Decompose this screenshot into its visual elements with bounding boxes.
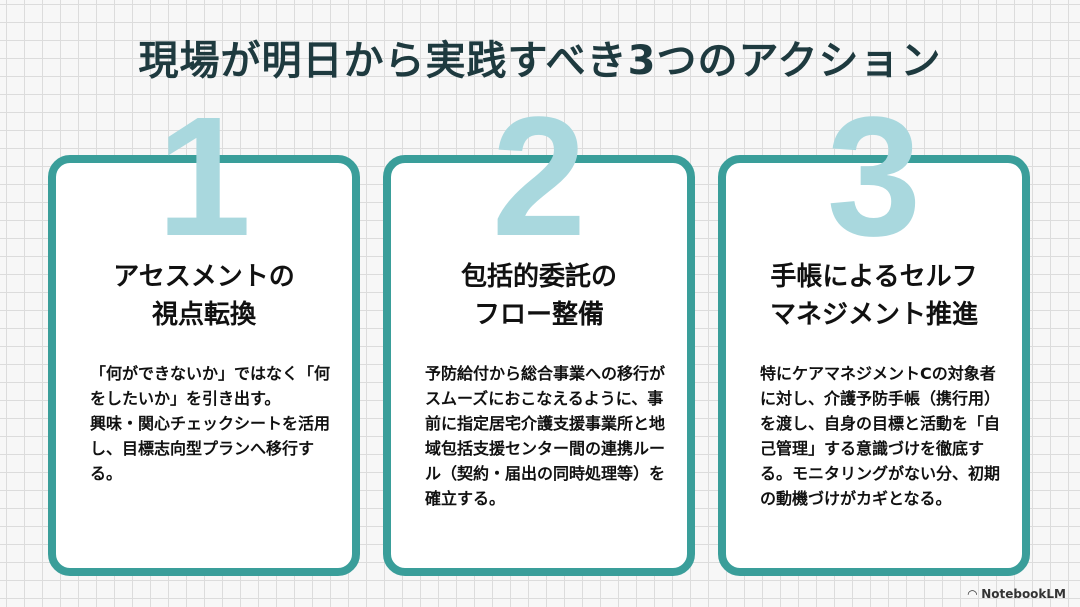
brand-label: NotebookLM	[981, 587, 1066, 601]
card-number-3: 3	[826, 82, 922, 272]
card-body: 予防給付から総合事業への移行がスムーズにおこなえるように、事前に指定居宅介護支援…	[425, 364, 666, 508]
action-card-2: 包括的委託の フロー整備 予防給付から総合事業への移行がスムーズにおこなえるよう…	[383, 155, 695, 576]
card-heading: 手帳によるセルフ マネジメント推進	[769, 262, 978, 330]
card-number-2: 2	[491, 82, 587, 272]
page-title: 現場が明日から実践すべき3つのアクション	[138, 38, 942, 84]
action-card-1: アセスメントの 視点転換 「何ができないか」ではなく「何をしたいか」を引き出す。…	[48, 155, 360, 576]
card-number-1: 1	[156, 82, 252, 272]
card-heading: 包括的委託の フロー整備	[460, 262, 617, 330]
notebooklm-icon: ◠	[967, 587, 982, 601]
card-body: 「何ができないか」ではなく「何をしたいか」を引き出す。 興味・関心チェックシート…	[90, 364, 331, 483]
action-card-3: 手帳によるセルフ マネジメント推進 特にケアマネジメントCの対象者に対し、介護予…	[718, 155, 1030, 576]
card-body: 特にケアマネジメントCの対象者に対し、介護予防手帳（携行用）を渡し、自身の目標と…	[760, 364, 1001, 508]
notebooklm-logo: ◠ NotebookLM	[968, 587, 1066, 601]
card-heading: アセスメントの 視点転換	[113, 262, 295, 330]
